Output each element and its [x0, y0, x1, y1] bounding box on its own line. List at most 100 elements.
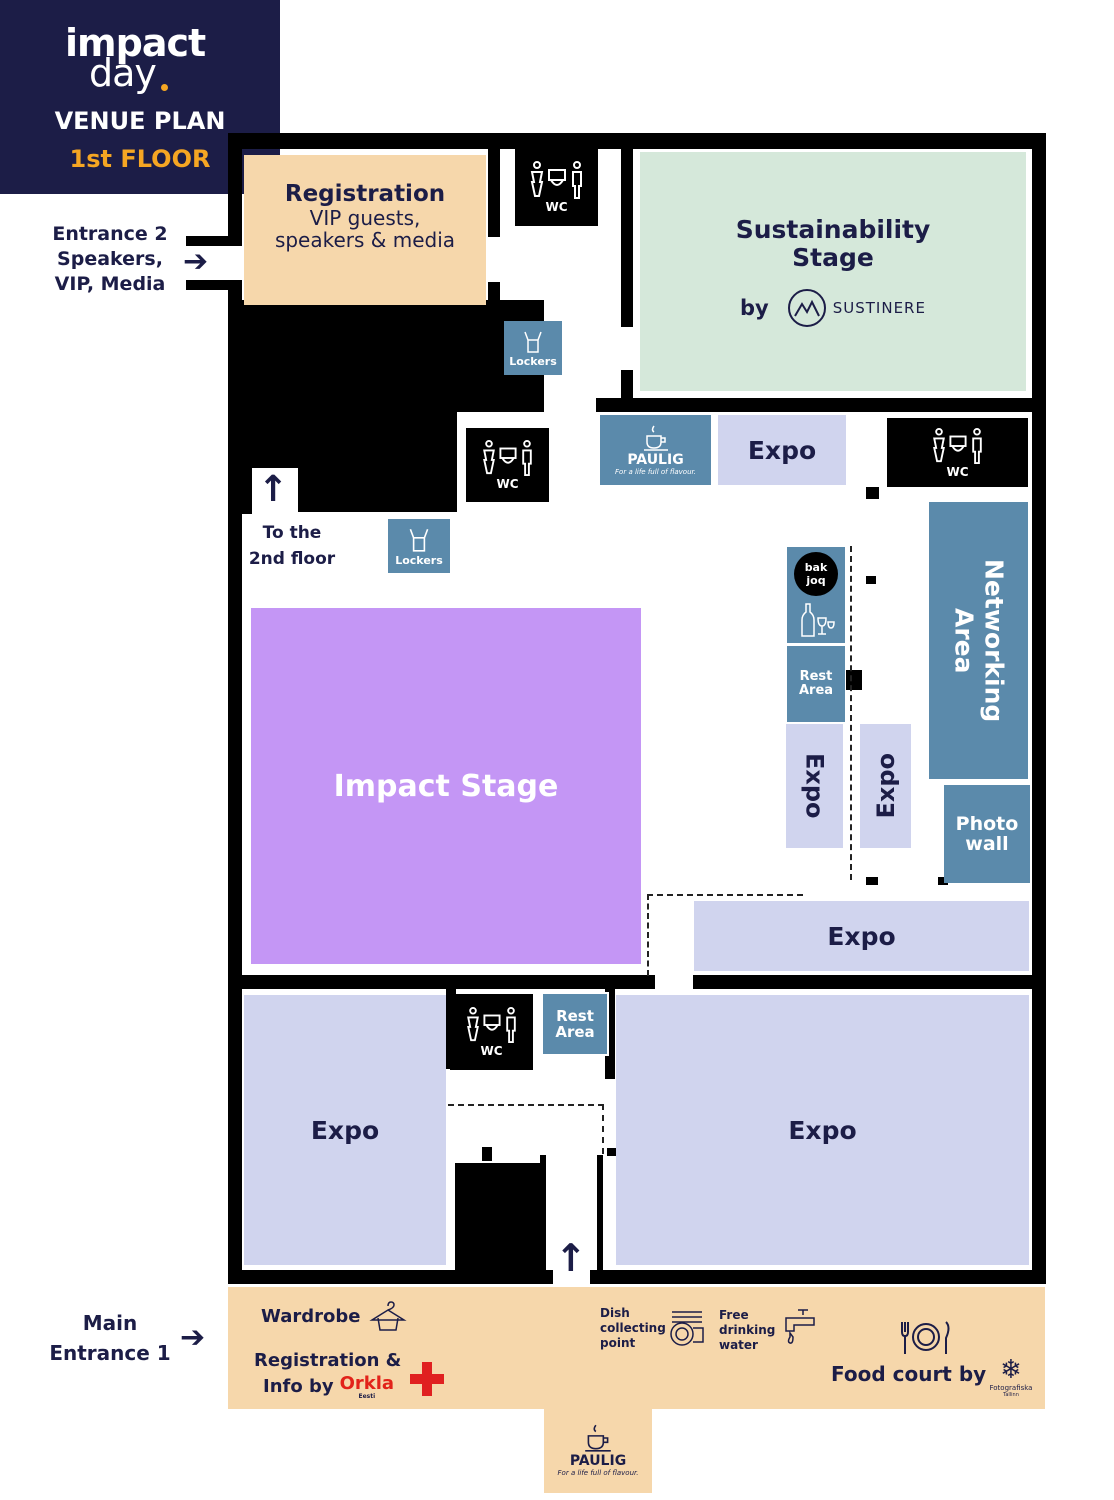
bar-area: bak joq	[787, 547, 845, 643]
registration-line2: speakers & media	[274, 228, 456, 252]
paulig-tagline: For a life full of flavour.	[615, 468, 696, 476]
venue-plan-title: VENUE PLAN	[54, 107, 226, 135]
lower-post-3	[597, 1155, 603, 1273]
wall-lower-divider-left	[228, 975, 655, 989]
dashed-barrier-vertical	[850, 546, 852, 880]
wc-right: WC	[887, 418, 1028, 487]
impact-stage: Impact Stage	[251, 608, 641, 964]
expo-bottom-right: Expo	[616, 995, 1029, 1265]
locker-icon	[409, 528, 429, 552]
registration-line1: VIP guests,	[309, 206, 421, 230]
impact-day-logo: impact day	[65, 21, 215, 95]
arrow-right-icon: ➔	[183, 244, 209, 279]
expo-wide: Expo	[694, 901, 1029, 971]
toilet-icon	[466, 1006, 516, 1044]
lower-post-4	[607, 1148, 617, 1156]
lower-post-2	[540, 1155, 546, 1273]
wardrobe-label: Wardrobe	[261, 1306, 361, 1327]
dashed-barrier-lower-right	[602, 1104, 604, 1154]
stairs-opening	[252, 468, 298, 514]
wall-mid-horizontal	[596, 398, 1046, 412]
toilet-icon	[482, 439, 532, 477]
floor-title: 1st FLOOR	[69, 145, 211, 173]
food-court-label: Food court by	[831, 1362, 987, 1386]
hanger-icon	[369, 1301, 407, 1331]
plate-cutlery-icon	[901, 1321, 950, 1354]
coffee-cup-icon	[643, 425, 668, 451]
paulig-tagline: For a life full of flavour.	[557, 1469, 639, 1477]
wc-top: WC	[515, 148, 598, 226]
paulig-logo: PAULIG	[569, 1453, 627, 1469]
coffee-cup-icon	[585, 1424, 611, 1452]
venue-plan-header: impact day VENUE PLAN 1st FLOOR	[0, 0, 280, 194]
orkla-logo: Orkla Eesti	[339, 1373, 395, 1401]
sustinere-logo: SUSTINERE	[832, 298, 926, 317]
photo-wall: Photo wall	[944, 785, 1030, 883]
sustainability-sponsor-row: by SUSTINERE	[740, 288, 926, 328]
arrow-up-icon: ↑	[555, 1236, 587, 1280]
wc-label: WC	[545, 200, 568, 214]
sustainability-by: by	[740, 295, 769, 320]
paulig-logo: PAULIG	[627, 452, 684, 468]
sustainability-stage: Sustainability Stage by SUSTINERE	[638, 150, 1028, 393]
wc-label: WC	[496, 477, 519, 491]
wc-bottom: WC	[450, 994, 533, 1070]
wall-bottom-left	[228, 1270, 553, 1284]
rest-area-bottom: Rest Area	[541, 992, 609, 1056]
registration-vip-area: Registration VIP guests, speakers & medi…	[244, 155, 486, 305]
dashed-barrier-left	[647, 894, 649, 976]
lockers-2: Lockers	[388, 519, 450, 573]
expo-bottom-left: Expo	[244, 995, 446, 1265]
registration-title: Registration	[284, 181, 446, 207]
snowflake-icon: ❄	[1000, 1355, 1022, 1385]
wall-left-lower	[228, 288, 242, 1283]
post-1	[866, 487, 879, 499]
dashed-barrier-lower	[448, 1104, 604, 1106]
impact-stage-label: Impact Stage	[333, 768, 559, 804]
logo-text-impact: impact	[65, 21, 206, 65]
expo-top: Expo	[718, 415, 846, 485]
water-tap-icon	[785, 1309, 815, 1344]
wall-lower-divider-right	[693, 975, 1046, 989]
lockers-label: Lockers	[395, 553, 443, 567]
wall-reg-right-2	[488, 282, 500, 306]
paulig-coffee-bottom: PAULIG For a life full of flavour.	[548, 1412, 648, 1488]
bar-logo: bak joq	[794, 552, 838, 596]
networking-label: Networking Area	[949, 558, 1009, 723]
post-3	[846, 670, 862, 690]
wall-reg-right	[488, 149, 500, 237]
wc-label: WC	[946, 464, 969, 479]
service-block-strip	[242, 300, 544, 412]
lockers-label: Lockers	[509, 354, 557, 368]
arrow-up-icon: ↑	[258, 469, 289, 510]
post-2	[866, 576, 876, 584]
wall-right	[1032, 133, 1046, 1283]
stairs-gap-block	[242, 468, 252, 514]
wall-entrance-2-bottom	[186, 280, 242, 290]
sustainability-title-2: Stage	[792, 242, 874, 272]
lower-black-block	[455, 1163, 545, 1273]
main-entrance-label: Main Entrance 1	[49, 1311, 171, 1365]
free-water-label: Free drinking water	[719, 1308, 776, 1352]
expo-vertical-1: Expo	[786, 724, 843, 848]
dish-collecting-label: Dish collecting point	[600, 1306, 666, 1350]
wall-stage-left	[621, 149, 633, 327]
lockers-1: Lockers	[504, 321, 562, 375]
toilet-icon	[932, 427, 982, 464]
wall-top	[228, 133, 1046, 149]
toilet-icon	[530, 161, 582, 199]
locker-icon	[524, 331, 542, 353]
post-5	[938, 877, 948, 885]
wc-mid: WC	[466, 428, 549, 502]
mountain-logo-icon	[787, 288, 826, 327]
stairs-label: To the 2nd floor	[248, 523, 336, 569]
arrow-right-icon: ➔	[180, 1320, 206, 1355]
sustainability-title-1: Sustainability	[735, 214, 931, 244]
logo-text-day: day	[89, 51, 157, 95]
fotografiska-logo: ❄ Fotografiska Tallinn	[989, 1355, 1033, 1398]
red-cross-icon	[410, 1362, 444, 1396]
wall-bottom-right	[590, 1270, 1046, 1284]
wall-left-upper	[228, 133, 242, 243]
networking-area: Networking Area	[929, 502, 1028, 779]
lower-post-1	[482, 1147, 492, 1161]
